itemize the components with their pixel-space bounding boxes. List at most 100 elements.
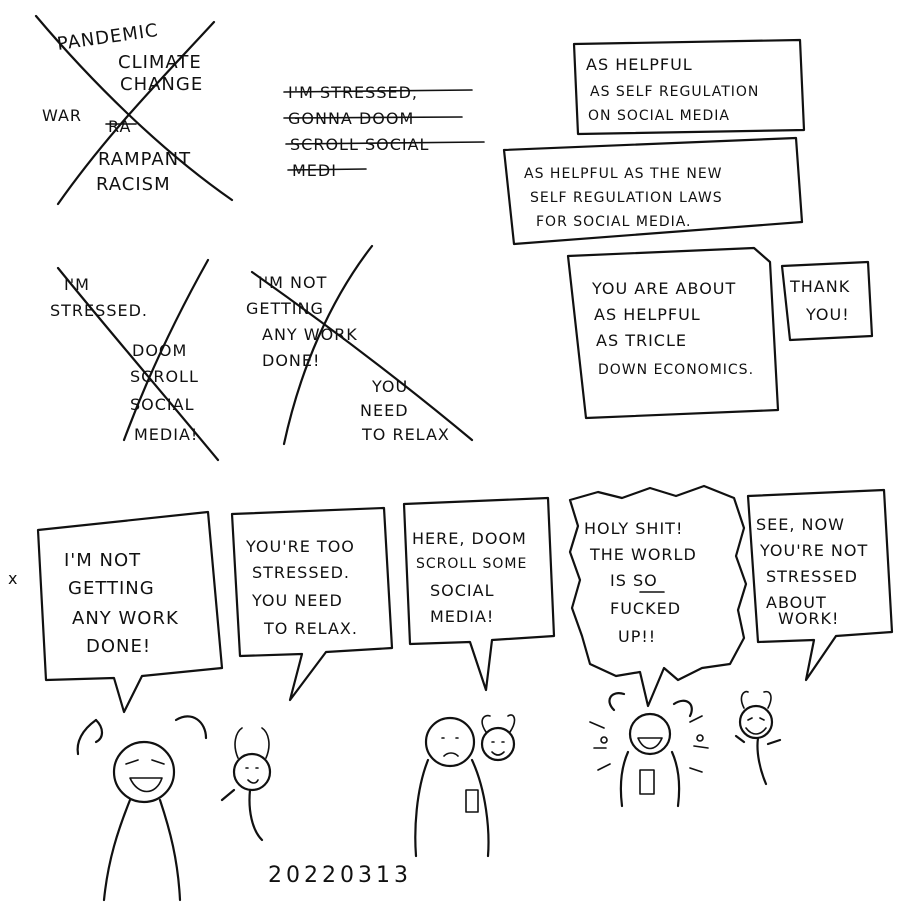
- trickle-line-2: AS HELPFUL: [594, 305, 701, 324]
- panel4-line-4: FUCKED: [610, 599, 681, 618]
- cross-line-d: [122, 258, 210, 442]
- stressed-line-3: DOOM: [132, 341, 187, 360]
- speech-bubble-1: [36, 510, 224, 714]
- shoulder-devil-face: [491, 741, 505, 756]
- shoulder-devil-horns: [481, 714, 516, 733]
- box2-line-1: AS HELPFUL AS THE NEW: [524, 166, 723, 182]
- cross-line-f: [282, 244, 374, 446]
- panel4-line-5: UP!!: [618, 627, 656, 646]
- sketch-trickle-down: YOU ARE ABOUT AS HELPFUL AS TRICLE DOWN …: [566, 246, 874, 420]
- box1-line-3: ON SOCIAL MEDIA: [588, 108, 730, 124]
- panel2-line-4: TO RELAX.: [263, 619, 358, 638]
- margin-mark: x: [8, 569, 18, 588]
- devil-horns: [234, 727, 270, 759]
- scroller-face: [441, 737, 459, 757]
- trickle-line-1: YOU ARE ABOUT: [591, 279, 736, 298]
- strip-panel-3: HERE, DOOM SCROLL SOME SOCIAL MEDIA!: [402, 496, 556, 692]
- strike-4: [287, 168, 367, 171]
- panel3-line-3: SOCIAL: [430, 581, 495, 600]
- dialogue-line-7: TO RELAX: [361, 425, 450, 444]
- panic-head: [628, 712, 672, 756]
- word-war: WAR: [42, 106, 82, 125]
- sketch-crossed-dialogue: I'M NOT GETTING ANY WORK DONE! YOU NEED …: [246, 244, 474, 446]
- panel5-line-2: YOU'RE NOT: [759, 541, 868, 560]
- speech-bubble-4: [568, 484, 748, 708]
- word-racism: RACISM: [96, 174, 171, 195]
- stressed-line-6: MEDIA!: [134, 425, 198, 444]
- devil-head: [232, 752, 272, 792]
- cross-line-b: [56, 20, 216, 206]
- phone-icon: [465, 789, 479, 813]
- speech-bubble-2: [230, 506, 394, 702]
- strike-1: [283, 89, 473, 93]
- panic-lines: [589, 715, 709, 773]
- panic-hands: [608, 692, 693, 718]
- panel4-line-1: HOLY SHIT!: [584, 519, 683, 538]
- strike-2: [283, 116, 463, 119]
- sketch-struck-sentence: I'M STRESSED, GONNA DOOM SCROLL SOCIAL M…: [283, 83, 485, 180]
- strip-panel-1: I'M NOT GETTING ANY WORK DONE!: [36, 510, 224, 714]
- struck-line-2: GONNA DOOM: [288, 109, 414, 128]
- dialogue-line-2: GETTING: [246, 299, 324, 318]
- thanks-line-1: THANK: [789, 277, 850, 296]
- word-climate: CLIMATE: [118, 52, 202, 73]
- figure-doomscroller: [414, 714, 516, 858]
- panel4-line-2: THE WORLD: [589, 545, 697, 564]
- speech-bubble-3: [402, 496, 556, 692]
- word-pandemic: PANDEMIC: [56, 20, 160, 55]
- word-change: CHANGE: [120, 74, 203, 95]
- struck-line-3: SCROLL SOCIAL: [290, 135, 429, 154]
- trickle-line-4: DOWN ECONOMICS.: [598, 362, 754, 378]
- caption-box-4: [780, 260, 874, 342]
- panel1-line-2: GETTING: [68, 578, 155, 599]
- caption-box-1: [572, 38, 806, 136]
- devil-body: [220, 788, 264, 842]
- panic-mouth: [637, 737, 663, 750]
- box1-line-2: AS SELF REGULATION: [590, 84, 759, 100]
- panel5-line-4: ABOUT: [766, 593, 827, 612]
- scroller-body: [414, 758, 490, 858]
- panel5-line-1: SEE, NOW: [756, 515, 845, 534]
- box1-line-1: AS HELPFUL: [586, 55, 693, 74]
- sketch-crossed-stressed: I'M STRESSED. DOOM SCROLL SOCIAL MEDIA!: [50, 258, 220, 462]
- devil2-head: [738, 704, 774, 740]
- sketch-boxed-helpful: AS HELPFUL AS SELF REGULATION ON SOCIAL …: [502, 38, 806, 246]
- scroller-head: [424, 716, 476, 768]
- figure-devil-2: [734, 690, 782, 786]
- struck-line-4: MEDI: [292, 161, 337, 180]
- cross-line-a: [34, 14, 234, 202]
- thanks-line-2: YOU!: [805, 305, 850, 324]
- dialogue-line-6: NEED: [360, 401, 409, 420]
- panel5-line-3: STRESSED: [766, 567, 858, 586]
- word-rampant: RAMPANT: [98, 149, 191, 170]
- devil-face: [245, 767, 259, 784]
- panel1-line-3: ANY WORK: [72, 608, 179, 629]
- stressed-line-2: STRESSED.: [50, 301, 148, 320]
- panel1-line-1: I'M NOT: [64, 550, 141, 571]
- sketch-crossed-worries: PANDEMIC CLIMATE CHANGE WAR RA RAMPANT R…: [34, 14, 234, 206]
- raised-hand-left: [76, 718, 98, 756]
- speech-bubble-5: [746, 488, 894, 682]
- cross-line-c: [56, 266, 220, 462]
- caption-box-3: [566, 246, 780, 420]
- figure-stressed-person: [76, 715, 208, 902]
- stressed-line-5: SOCIAL: [130, 395, 195, 414]
- panic-dot: [600, 736, 608, 744]
- trickle-line-3: AS TRICLE: [596, 331, 687, 350]
- caption-box-2: [502, 136, 804, 246]
- panel3-line-1: HERE, DOOM: [412, 529, 527, 548]
- panel5-line-5: WORK!: [778, 609, 839, 628]
- devil2-horns: [740, 690, 772, 709]
- comic-strip: I'M NOT GETTING ANY WORK DONE! YOU'RE TO…: [36, 484, 894, 902]
- dialogue-line-5: YOU: [371, 377, 408, 396]
- person-eyes: [125, 759, 165, 765]
- panel2-line-2: STRESSED.: [252, 563, 350, 582]
- panel2-line-1: YOU'RE TOO: [245, 537, 355, 556]
- phone-icon-2: [639, 769, 655, 795]
- panic-dot-2: [696, 734, 704, 742]
- cross-line-e: [250, 270, 474, 442]
- person-body-left: [102, 798, 132, 902]
- stressed-line-4: SCROLL: [130, 367, 199, 386]
- struck-line-1: I'M STRESSED,: [288, 83, 418, 102]
- panel3-line-2: SCROLL SOME: [416, 556, 527, 572]
